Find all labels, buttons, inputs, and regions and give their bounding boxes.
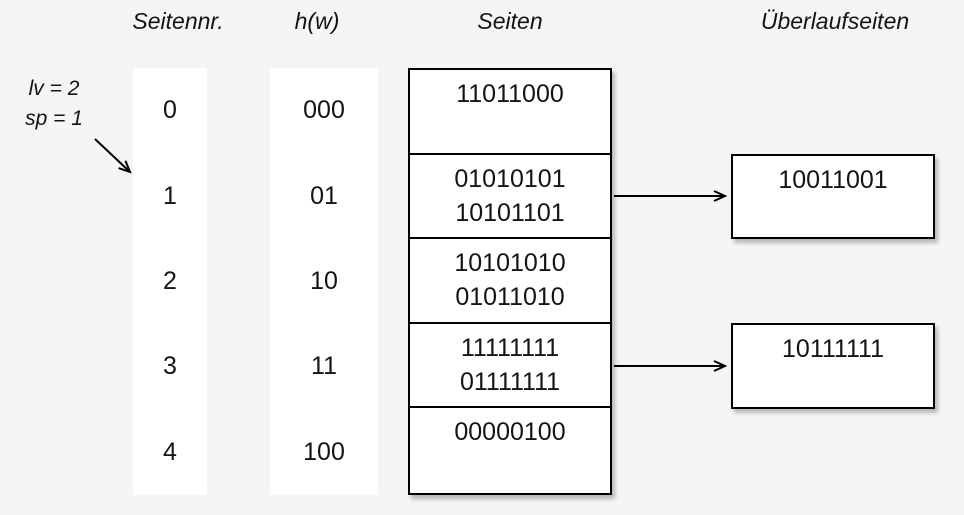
state-annotation: lv = 2 sp = 1	[6, 74, 102, 134]
hash-value-column: 000 01 10 11 100	[270, 68, 378, 495]
record-value: 10101101	[455, 198, 565, 227]
record-value: 10011001	[778, 166, 888, 194]
page-cell-2: 10101010 01011010	[410, 239, 610, 324]
pages-table: 11011000 01010101 10101101 10101010 0101…	[408, 68, 612, 495]
hash-value-cell: 01	[310, 181, 338, 210]
page-cell-1: 01010101 10101101	[410, 155, 610, 240]
page-number-cell: 0	[163, 96, 177, 125]
record-value: 01111111	[459, 367, 561, 396]
record-value: 10111111	[782, 335, 884, 363]
hash-value-cell: 11	[311, 352, 337, 381]
record-value: 11111111	[460, 333, 560, 362]
level-label: lv = 2	[28, 77, 80, 100]
column-header-hw: h(w)	[294, 8, 340, 34]
hash-value-cell: 100	[303, 437, 345, 466]
column-header-seiten: Seiten	[477, 8, 543, 34]
page-number-column: 0 1 2 3 4	[133, 68, 207, 495]
page-number-cell: 4	[163, 437, 177, 466]
split-pointer-label: sp = 1	[25, 107, 83, 130]
page-number-cell: 2	[163, 266, 177, 295]
record-value: 01011010	[455, 283, 565, 312]
column-header-ueberlaufseiten: Überlaufseiten	[760, 8, 910, 34]
page-cell-3: 11111111 01111111	[410, 324, 610, 409]
hash-value-cell: 000	[303, 96, 345, 125]
hash-value-cell: 10	[310, 266, 338, 295]
record-value: 11011000	[456, 80, 564, 108]
split-pointer-arrow	[94, 138, 132, 174]
record-value: 01010101	[454, 164, 566, 193]
overflow-page-row3: 10111111	[731, 323, 935, 409]
record-value: 10101010	[454, 249, 566, 278]
record-value: 00000100	[454, 418, 566, 447]
page-number-cell: 1	[163, 181, 177, 210]
page-number-cell: 3	[163, 352, 177, 381]
column-header-seitennr: Seitennr.	[132, 8, 224, 34]
overflow-page-row1: 10011001	[731, 154, 935, 239]
page-cell-0: 11011000	[410, 70, 610, 155]
page-cell-4: 00000100	[410, 408, 610, 493]
